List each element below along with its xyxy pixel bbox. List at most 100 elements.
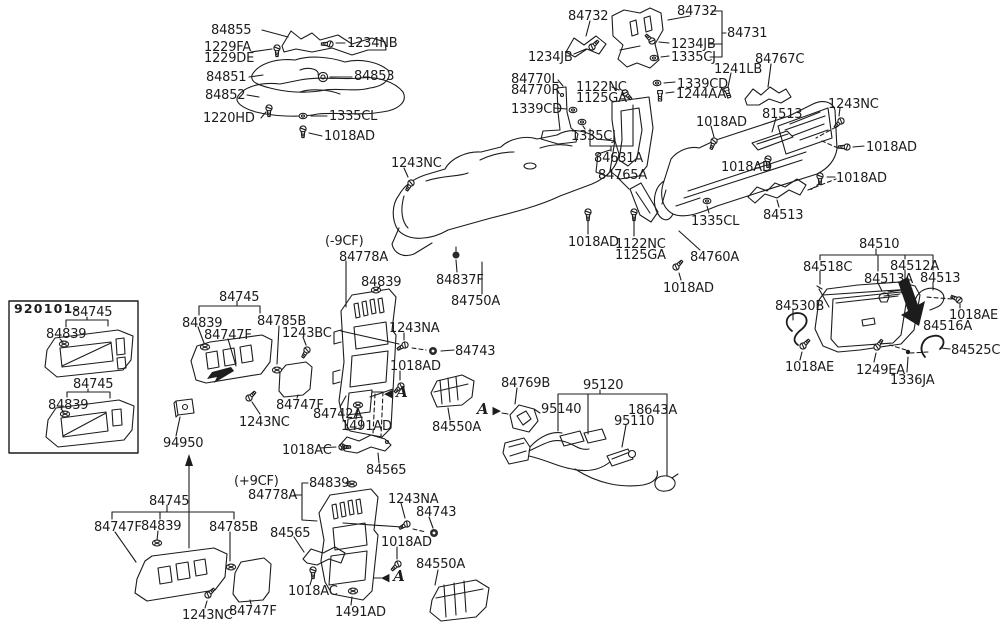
part-label: 1243NA xyxy=(389,321,440,336)
center-fascia-top-art xyxy=(332,260,455,438)
part-label: 84839 xyxy=(309,476,350,491)
crash-pad-main-art xyxy=(391,130,620,295)
part-label: 1018AD xyxy=(721,160,772,175)
switch-94950 xyxy=(173,398,195,418)
arrow-icon: ◀ xyxy=(384,387,397,400)
part-label: 84743 xyxy=(416,505,457,520)
wiring-harness-art xyxy=(502,389,679,492)
leader-lines xyxy=(175,300,380,464)
part-label: 95140 xyxy=(541,402,582,417)
part-label: 84785B xyxy=(209,520,259,535)
part-label: 84851 xyxy=(206,70,247,85)
part-label: 1234NB xyxy=(347,36,398,51)
part-label: 84742A xyxy=(313,407,363,422)
part-label: 84745 xyxy=(72,305,113,320)
part-label: 84732 xyxy=(677,4,718,19)
part-label: 84550A xyxy=(416,557,466,572)
part-label: 1018AE xyxy=(949,308,998,323)
bulb-95110 xyxy=(606,448,634,467)
part-label: 1122NC xyxy=(615,237,666,252)
view-arrow: A ▶ xyxy=(477,400,501,418)
part-label: 84765A xyxy=(598,168,648,183)
part-label: 94950 xyxy=(163,436,204,451)
part-label: 84747F xyxy=(229,604,277,619)
part-label: 1244AA xyxy=(676,87,727,102)
part-label: 1229FA xyxy=(204,40,252,55)
leader-lines xyxy=(293,482,439,606)
part-label: 84525C xyxy=(951,343,1001,358)
leader-lines xyxy=(246,29,353,137)
part-label: 84839 xyxy=(46,327,87,342)
part-label: 1336JA xyxy=(890,373,935,388)
part-label: 1018AE xyxy=(785,360,834,375)
part-label: 1018AD xyxy=(836,171,887,186)
part-label: 84530B xyxy=(775,299,825,314)
cover-plate-84747F xyxy=(278,361,313,398)
part-label: 1491AD xyxy=(341,419,392,434)
part-label: 1125GA xyxy=(615,248,666,263)
part-label: 1335CJ xyxy=(571,129,616,144)
part-label: 1241LB xyxy=(714,62,763,77)
part-label: 1335CJ xyxy=(671,50,716,65)
part-label: 1335CL xyxy=(691,214,740,229)
lower-crash-pad-art xyxy=(617,101,865,281)
part-label: 1335CL xyxy=(329,109,378,124)
part-label: 84745 xyxy=(73,377,114,392)
direction-arrow-84516A xyxy=(898,277,925,326)
bezel-84769B xyxy=(509,404,541,433)
view-arrow: ◀ A xyxy=(381,567,405,585)
part-label: 84852 xyxy=(205,88,246,103)
bracket-84510 xyxy=(819,248,934,272)
arrow-icon: ▶ xyxy=(488,404,501,417)
part-label: 1243BC xyxy=(282,326,332,341)
part-label: 84853 xyxy=(354,69,395,84)
part-label: 84512A xyxy=(890,259,940,274)
part-label: 1018AD xyxy=(381,535,432,550)
cover-plate-84747F-bottom xyxy=(232,557,272,603)
part-label: 84743 xyxy=(455,344,496,359)
part-label: 84565 xyxy=(366,463,407,478)
part-label: 84770R xyxy=(511,83,561,98)
heater-bezel-art xyxy=(173,300,392,464)
part-label: 84513 xyxy=(920,271,961,286)
arrow-icon: ◀ xyxy=(381,571,394,584)
part-label: 1249EA xyxy=(856,363,905,378)
part-label: 84745 xyxy=(149,494,190,509)
leader-lines xyxy=(792,269,961,373)
part-label: 1339CD xyxy=(511,102,562,117)
clip-84513A xyxy=(878,292,890,303)
variant-box-art xyxy=(8,300,139,454)
part-label: 1234JB xyxy=(671,37,716,52)
cowl-brackets-art xyxy=(540,7,792,180)
part-label: 1234JB xyxy=(528,50,573,65)
point-1336JA xyxy=(905,349,911,355)
part-label: 1122NC xyxy=(576,80,627,95)
leader-lines xyxy=(111,504,252,609)
part-label: 84747F xyxy=(276,398,324,413)
leader-lines xyxy=(59,316,111,413)
part-label: 84839 xyxy=(48,398,89,413)
bracket-84631A xyxy=(589,104,634,152)
part-label: 84767C xyxy=(755,52,805,67)
part-label: 84785B xyxy=(257,314,307,329)
part-label: 84778A xyxy=(248,488,298,503)
cubby-tray-art xyxy=(430,374,541,433)
part-label: 1243NC xyxy=(182,608,233,623)
center-fascia-bottom-art xyxy=(293,480,490,622)
part-label: 1018AD xyxy=(324,129,375,144)
tray-84550A-bottom xyxy=(429,579,490,622)
part-label: 84839 xyxy=(141,519,182,534)
part-label: 1125GA xyxy=(576,91,627,106)
part-label: 84513A xyxy=(864,272,914,287)
part-label: (+9CF) xyxy=(234,474,279,489)
part-label: 84770L xyxy=(511,72,559,87)
part-label: 84839 xyxy=(182,316,223,331)
part-label: 1018AD xyxy=(390,359,441,374)
part-label: 84550A xyxy=(432,420,482,435)
part-label: 1018AD xyxy=(866,140,917,155)
bracket-84565-bottom xyxy=(302,546,346,566)
steering-column-covers-art xyxy=(236,29,405,139)
leader-lines xyxy=(557,389,668,477)
